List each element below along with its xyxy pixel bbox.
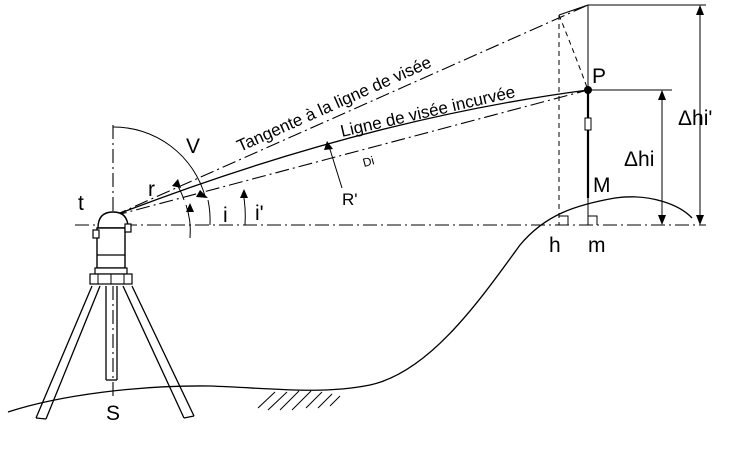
- i-label: i: [223, 204, 228, 227]
- r-prime-arrow: [324, 141, 333, 150]
- right-angle-m: [588, 215, 598, 225]
- tripod: [35, 285, 195, 420]
- dim-dhi-prime-arrow-top: [696, 5, 704, 15]
- h-label: h: [549, 234, 561, 257]
- dim-dhi-prime-arrow-bottom: [696, 215, 704, 225]
- right-angle-h: [559, 215, 569, 225]
- zenith-arc: [112, 126, 206, 197]
- m-lower-label: m: [588, 234, 606, 257]
- arc-projection: [558, 14, 589, 91]
- r-label: r: [148, 178, 155, 201]
- s-label: S: [106, 402, 120, 425]
- dim-dhi-arrow-bottom: [658, 215, 666, 225]
- theodolite: [89, 211, 133, 285]
- v-label: V: [186, 135, 200, 158]
- di-line: [112, 89, 589, 217]
- p-label: P: [592, 65, 606, 88]
- r-prime-label: R': [342, 190, 358, 209]
- top-connector: [558, 4, 589, 16]
- zenith-arrow: [196, 190, 208, 198]
- lower-arrow: [186, 203, 194, 212]
- i-prime-label: i': [255, 202, 264, 225]
- refraction-arrow: [172, 179, 181, 188]
- tangent-line: [112, 4, 589, 217]
- di-label: Di: [361, 153, 376, 169]
- delta-hi-prime-label: Δhi': [678, 107, 712, 130]
- ground-hatching: [257, 390, 341, 411]
- staff-clamp: [584, 117, 592, 131]
- dim-dhi-arrow-top: [658, 90, 666, 100]
- angle-i-prime-arrow: [240, 189, 248, 198]
- lower-arc: [185, 204, 191, 239]
- angle-i-arc: [207, 199, 211, 226]
- t-label: t: [78, 192, 84, 215]
- delta-hi-label: Δhi: [624, 148, 654, 171]
- r-prime-line: [327, 142, 343, 189]
- m-upper-label: M: [593, 174, 611, 197]
- terrain-line: [7, 196, 693, 413]
- curved-sight-line: [112, 89, 589, 217]
- tangent-label: Tangente à la ligne de visée: [234, 53, 434, 156]
- target-point-p: [584, 86, 592, 94]
